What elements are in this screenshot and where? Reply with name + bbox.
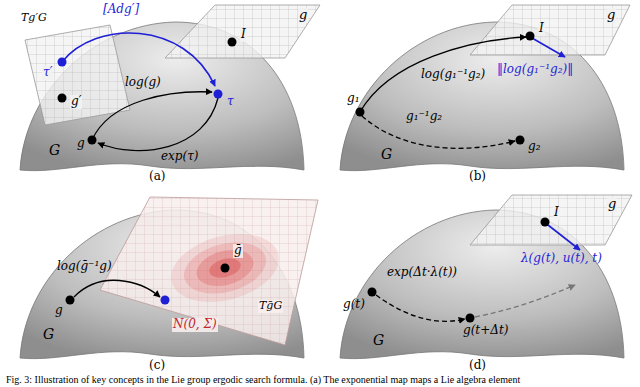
illustration-part	[58, 94, 67, 103]
vector-field-label: λ(g(t), u(t), t)	[520, 252, 603, 266]
illustration-part	[470, 195, 632, 245]
illustration-part	[221, 264, 230, 273]
group-label: G	[372, 332, 385, 348]
point-label: g(t)	[342, 298, 366, 312]
illustration-part	[165, 5, 320, 58]
illustration-part	[356, 108, 365, 117]
illustration-part	[466, 314, 475, 323]
panel-d	[340, 195, 632, 359]
panel-a	[20, 5, 320, 171]
element-label: g₁⁻¹g₂	[405, 110, 443, 124]
point-label: ḡ	[233, 244, 243, 258]
point-label: g	[76, 137, 86, 151]
illustration-part	[368, 288, 377, 297]
illustration-part	[88, 136, 97, 145]
panel-label: (c)	[148, 359, 166, 373]
illustration-part	[526, 32, 535, 41]
panel-label: (b)	[468, 170, 487, 184]
algebra-label: g	[606, 8, 616, 23]
point-label: g(t+Δt)	[462, 324, 509, 338]
panel-b	[340, 5, 630, 171]
map-label: log(ḡ⁻¹g)	[56, 260, 113, 274]
illustration-part	[516, 136, 525, 145]
map-label: exp(Δt·λ(t))	[386, 266, 458, 280]
point-label: g′	[70, 95, 82, 109]
illustration-part	[193, 244, 258, 292]
identity-label: I	[240, 28, 247, 42]
group-label: G	[380, 146, 393, 162]
panel-label: (d)	[468, 359, 487, 373]
illustration-part	[98, 98, 218, 151]
point-label: g₁	[346, 92, 361, 106]
illustration-part	[541, 218, 550, 227]
illustration-part	[164, 223, 287, 313]
illustration-part	[161, 296, 170, 305]
illustration-part	[66, 296, 75, 305]
point-label: τ′	[42, 66, 53, 80]
illustration-part	[214, 90, 223, 99]
illustration-part	[74, 280, 160, 297]
algebra-label: g	[607, 197, 617, 212]
distribution-label: N(0, Σ)	[172, 318, 218, 332]
algebra-label: g	[298, 8, 308, 23]
point-label: g₂	[527, 140, 542, 154]
illustration-part	[376, 295, 465, 321]
illustration-part	[92, 92, 212, 140]
group-label: G	[42, 326, 55, 342]
tangent-space-label: Tg′G	[20, 12, 48, 25]
illustration-part	[548, 225, 580, 250]
illustration-part	[475, 285, 575, 317]
adjoint-label: [Adg′]	[102, 3, 140, 17]
point-label: τ	[226, 95, 235, 109]
identity-label: I	[538, 22, 545, 36]
identity-label: I	[553, 206, 560, 220]
map-label: log(g₁⁻¹g₂)	[420, 68, 486, 82]
illustration-part	[25, 25, 130, 125]
illustration-part	[58, 58, 67, 67]
point-label: g	[54, 304, 64, 318]
map-label: log(g)	[124, 76, 162, 90]
illustration-part	[100, 197, 318, 345]
illustration-part	[207, 255, 243, 281]
figure-caption: Fig. 3: Illustration of key concepts in …	[6, 374, 520, 386]
norm-label: ‖log(g₁⁻¹g₂)‖	[496, 63, 574, 77]
tangent-space-label: TḡG	[258, 300, 283, 313]
illustration-part	[228, 38, 237, 47]
group-label: G	[48, 142, 61, 158]
panel-label: (a)	[148, 170, 167, 184]
illustration-part	[532, 38, 565, 57]
panel-c	[20, 197, 318, 359]
illustration-part	[178, 234, 272, 302]
illustration-part	[164, 223, 287, 313]
map-label: exp(τ)	[160, 150, 200, 164]
